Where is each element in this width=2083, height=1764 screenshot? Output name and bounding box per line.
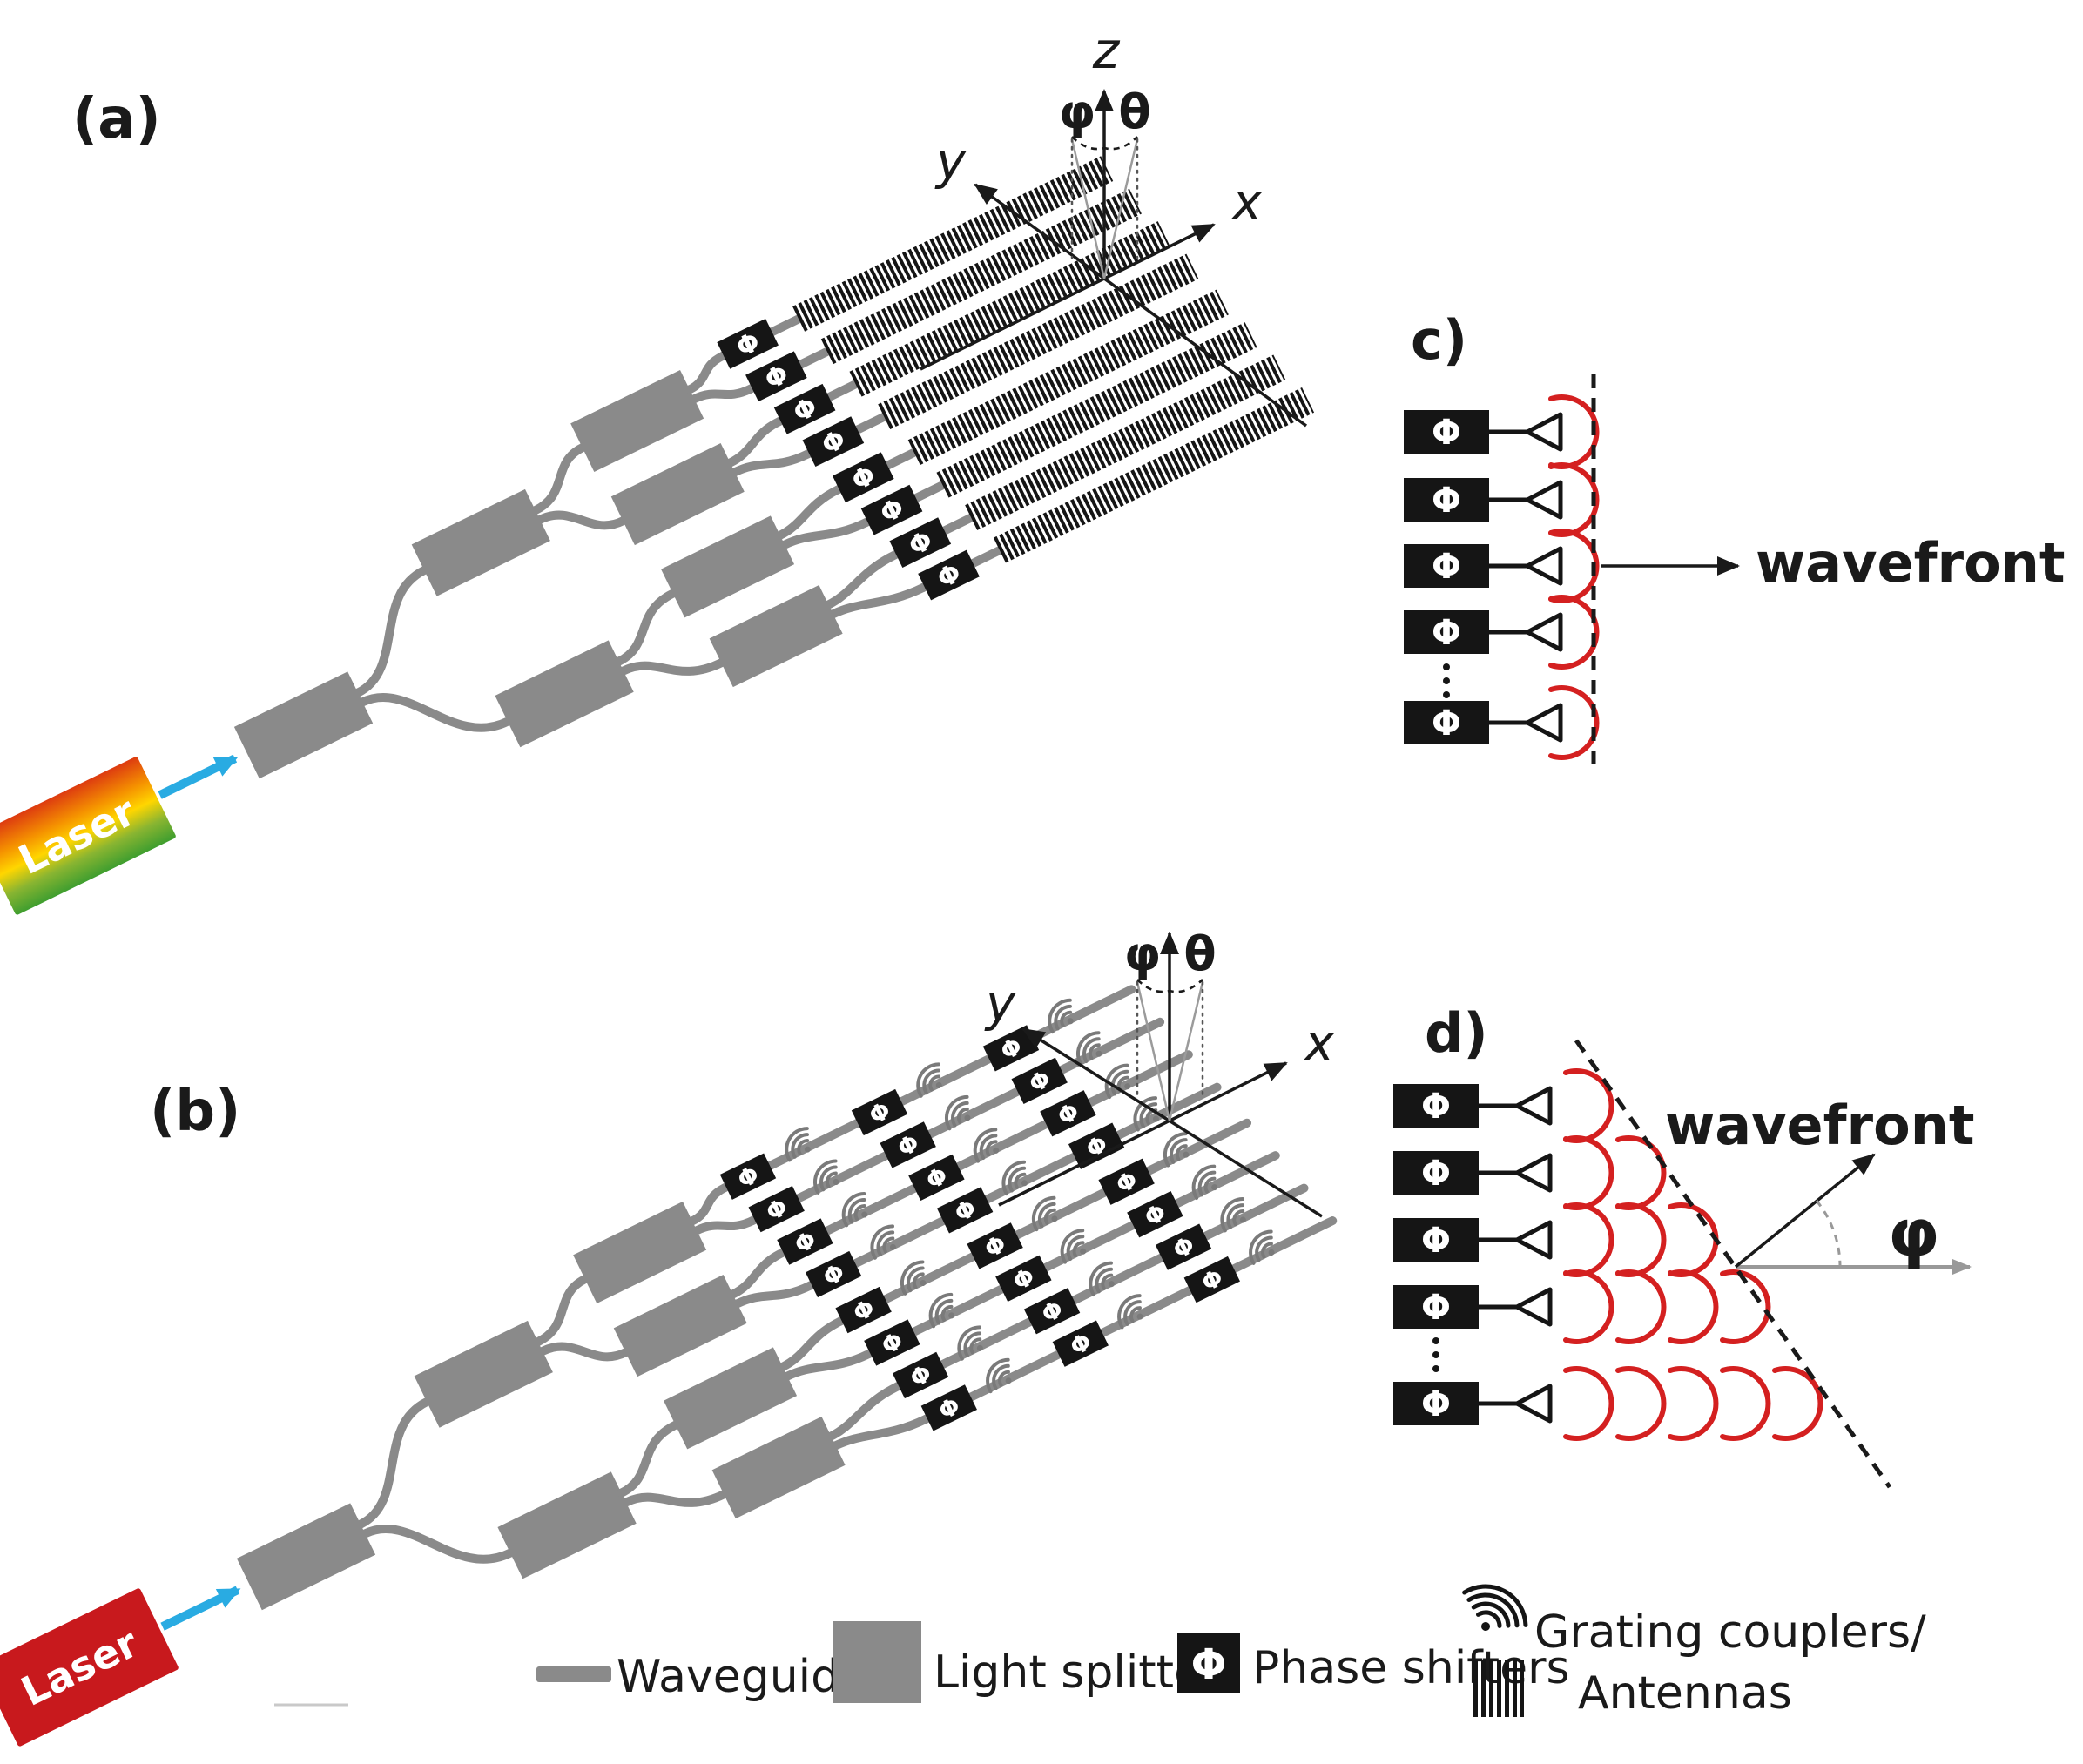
ellipsis-dots [1432,1337,1439,1372]
panel-c-label: c) [1411,308,1467,372]
wavefront-arc [1566,1369,1611,1438]
panel-a: (a) Laser z y [0,21,1315,915]
wavefront-arc [1670,1205,1716,1275]
panel-b-label: (b) [150,1080,240,1144]
wavefront-label: wavefront [1665,1094,1975,1157]
laser-rainbow: Laser [0,757,176,915]
coupler-channel [857,1133,1282,1368]
x-axis [998,1061,1288,1207]
x-axis-label: x [1230,172,1263,232]
emitter-row [1404,701,1561,744]
wavefront-arc [1618,1205,1663,1275]
beam-cone-edge [1136,981,1171,1121]
panel-b: (b) Laser y x [0,926,1339,1747]
phase-shifter-icon [1177,1633,1240,1693]
panel-b-axes: y x φ θ [984,926,1335,1218]
steer-angle-arc [1815,1200,1842,1268]
wavefront-arc [1722,1369,1768,1438]
wavefront-arc [1618,1272,1663,1342]
z-axis-label: z [1092,21,1121,80]
wavefront-arc [1670,1272,1716,1342]
legend-grating-couplers-label: Grating couplers/ [1534,1606,1926,1659]
coupler-channel [713,966,1138,1202]
x-axis [920,223,1216,371]
y-axis [974,183,1308,428]
legend: Waveguide Light splitter Φ Phase shifter… [274,1575,1926,1720]
phi-angle-label: φ [1059,84,1095,139]
waveguide-icon [536,1666,611,1682]
laser-red: Laser [0,1588,179,1747]
legend-light-splitter-label: Light splitter [934,1646,1221,1699]
panel-d: d) φ wavefront [1393,1001,1975,1489]
emitter-row [1404,478,1561,522]
grating-coupler-icon [1453,1575,1535,1646]
legend-waveguide-label: Waveguide [617,1651,867,1703]
panel-d-label: d) [1425,1001,1488,1065]
laser-input-arrow [160,1586,241,1631]
emitter-row [1404,610,1561,654]
wavefront-label: wavefront [1756,531,2066,595]
y-axis-label: y [934,131,967,191]
y-axis [1021,1027,1323,1218]
phase-shifter-symbol: Φ [1191,1640,1227,1689]
emitter-row [1393,1285,1550,1329]
antenna-icon [1473,1660,1524,1717]
angle-arc [1071,136,1138,151]
ellipsis-dots [1443,663,1450,698]
wavefront-arc [1618,1369,1663,1438]
steer-angle-label: φ [1888,1194,1939,1271]
emitter-row [1393,1382,1550,1425]
angle-arc [1136,979,1203,993]
panel-a-array: Laser [0,120,1315,915]
emitter-row [1393,1151,1550,1195]
panel-c: c) wavefront [1404,308,2066,773]
emitter-row [1393,1218,1550,1262]
phi-angle-label: φ [1124,926,1161,981]
tilted-wavefront-line [1574,1039,1892,1489]
laser-input-arrow [158,754,239,799]
wavefront-arc [1566,1138,1611,1208]
wavefront-arrow [1734,1153,1876,1269]
beam-cone-edge [1168,981,1204,1121]
theta-angle-label: θ [1183,926,1216,981]
panel-b-array: Laser [0,932,1339,1747]
wavefront-arc [1670,1369,1716,1438]
wavefront-arc [1775,1369,1820,1438]
wavefront-arc [1566,1205,1611,1275]
beam-cone-edge [1102,138,1139,279]
emitter-row [1404,410,1561,454]
coupler-channel [742,999,1167,1234]
theta-angle-label: θ [1118,84,1150,139]
emitter-row [1404,544,1561,588]
wavefront-arc [1618,1138,1663,1208]
x-axis-label: x [1303,1013,1335,1073]
panel-a-label: (a) [72,87,161,151]
light-splitter-icon [833,1621,921,1703]
legend-antennas-label: Antennas [1578,1667,1792,1720]
y-axis-label: y [984,973,1016,1033]
beam-cone-edge [1070,138,1106,279]
wavefront-arc [1566,1272,1611,1342]
emitter-row [1393,1084,1550,1128]
panel-a-axes: z y x φ θ [920,21,1308,428]
